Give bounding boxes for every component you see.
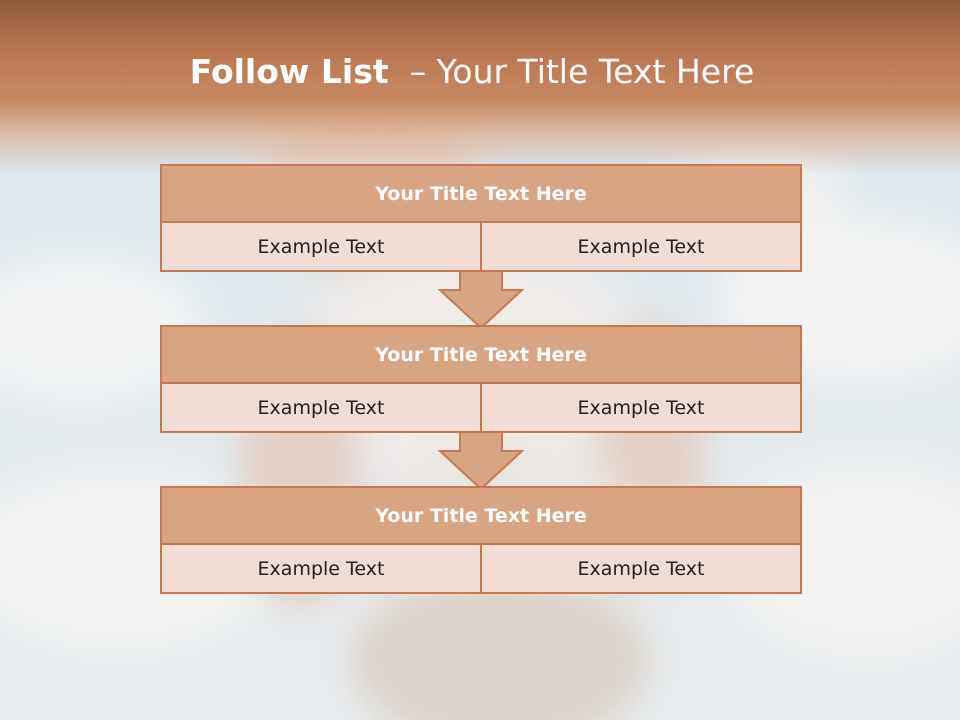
header-band: [0, 0, 960, 175]
step-row: Example Text Example Text: [162, 384, 800, 431]
slide-title-rest: – Your Title Text Here: [388, 52, 755, 91]
slide-title: Follow List – Your Title Text Here: [0, 52, 944, 91]
step-right-text: Example Text: [480, 223, 800, 270]
step-title: Your Title Text Here: [162, 166, 800, 223]
step-right-text: Example Text: [480, 384, 800, 431]
step-title: Your Title Text Here: [162, 327, 800, 384]
down-arrow-icon: [438, 431, 524, 491]
step-block-1: Your Title Text Here Example Text Exampl…: [160, 164, 802, 272]
step-title: Your Title Text Here: [162, 488, 800, 545]
step-row: Example Text Example Text: [162, 545, 800, 592]
down-arrow-icon: [438, 270, 524, 330]
step-row: Example Text Example Text: [162, 223, 800, 270]
step-left-text: Example Text: [162, 223, 480, 270]
step-right-text: Example Text: [480, 545, 800, 592]
slide-title-bold: Follow List: [189, 52, 389, 91]
step-block-3: Your Title Text Here Example Text Exampl…: [160, 486, 802, 594]
step-block-2: Your Title Text Here Example Text Exampl…: [160, 325, 802, 433]
step-left-text: Example Text: [162, 545, 480, 592]
step-left-text: Example Text: [162, 384, 480, 431]
